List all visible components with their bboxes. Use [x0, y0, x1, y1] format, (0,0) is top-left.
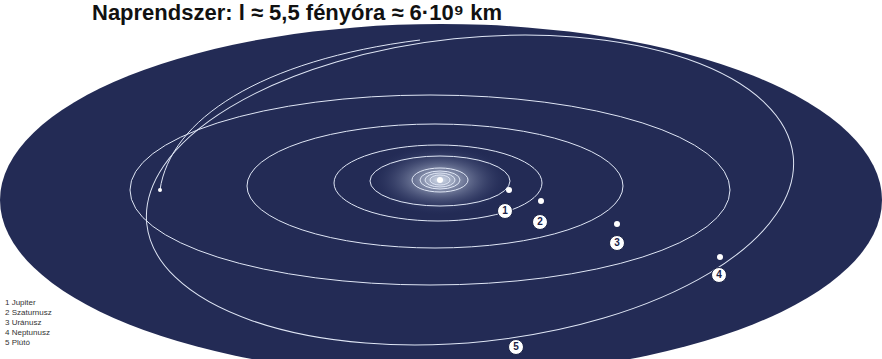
- planet-key-label: 1 Jupiter: [5, 298, 36, 307]
- callout-circle: 3: [609, 235, 625, 251]
- callout-circle: 2: [532, 214, 548, 230]
- diagram-title: Naprendszer: l ≈ 5,5 fényóra ≈ 6·10⁹ km: [92, 0, 502, 26]
- planet-dots: [158, 187, 723, 260]
- planet-key-label: 4 Neptunusz: [5, 328, 50, 337]
- callout-circle: 4: [711, 267, 727, 283]
- callout-number: 1: [502, 206, 508, 216]
- callout-number: 4: [716, 270, 722, 280]
- sun-glow: [370, 145, 510, 215]
- space-background: [0, 24, 882, 359]
- callout-number: 3: [614, 238, 620, 248]
- callout-circle: 5: [508, 339, 524, 355]
- callout-number: 5: [513, 342, 519, 352]
- planet-key-label: 3 Uránusz: [5, 318, 41, 327]
- callout-circle: 1: [497, 203, 513, 219]
- planet-key-label: 2 Szaturnusz: [5, 308, 52, 317]
- sun: [437, 177, 443, 183]
- orbits: [130, 5, 809, 359]
- planet-key-label: 5 Plútó: [5, 338, 30, 347]
- callout-number: 2: [537, 217, 543, 227]
